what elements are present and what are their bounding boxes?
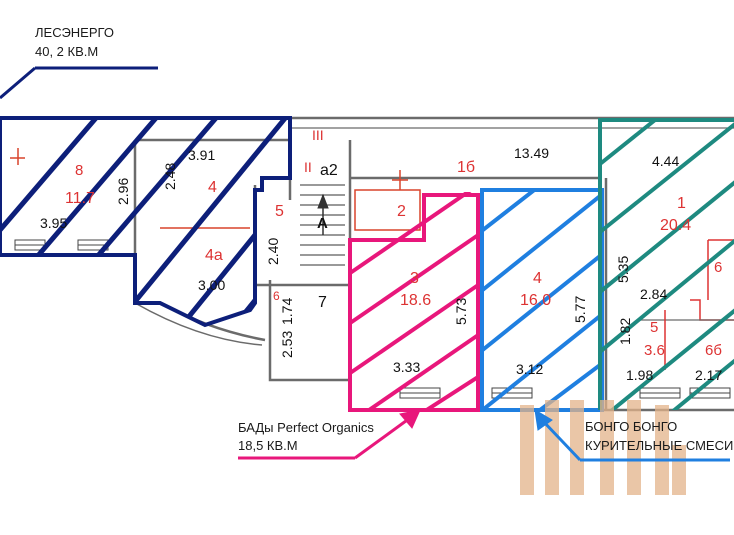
right-area1: 20.4 xyxy=(660,217,691,234)
dim-253: 2.53 xyxy=(279,331,295,358)
dim-182: 1.82 xyxy=(617,318,633,345)
room3-num: 3 xyxy=(410,270,419,287)
dim-174: 1.74 xyxy=(279,298,295,325)
room7: 7 xyxy=(318,294,327,311)
right-room1: 1 xyxy=(677,195,686,212)
left-dim-w: 3.95 xyxy=(40,215,67,231)
room-a2: a2 xyxy=(320,162,338,179)
room-1b: 1б xyxy=(457,159,475,176)
room6: 6 xyxy=(273,289,280,303)
bongo-name: БОНГО БОНГО xyxy=(585,419,678,434)
room4: 4 xyxy=(208,179,217,196)
dim-198: 1.98 xyxy=(626,367,653,383)
room5: 5 xyxy=(275,203,284,220)
right-room5: 5 xyxy=(650,319,658,336)
left-area: 11.7 xyxy=(65,190,95,207)
room4b-num: 4 xyxy=(533,270,542,287)
watermark-logo xyxy=(520,400,686,495)
room4b-dim-h: 5.77 xyxy=(572,296,588,323)
room3-dim-h: 5.73 xyxy=(453,298,469,325)
dim-284: 2.84 xyxy=(640,286,667,302)
plan-labels: 13.49 III II a2 1б 2 8 11.7 3.95 2.96 3.… xyxy=(40,127,722,383)
bongo-category: КУРИТЕЛЬНЫЕ СМЕСИ xyxy=(585,438,734,453)
left-dim-h: 2.96 xyxy=(115,178,131,205)
lesenergo-name: ЛЕСЭНЕРГО xyxy=(35,25,114,40)
room4-dim-top: 3.91 xyxy=(188,147,215,163)
room4b-area: 16.0 xyxy=(520,292,551,309)
right-room6: 6 xyxy=(714,259,722,276)
room4-dim-h: 2.48 xyxy=(162,163,178,190)
dim-240: 2.40 xyxy=(265,238,281,265)
dim-535: 5.35 xyxy=(615,256,631,283)
room4a-dim: 3.00 xyxy=(198,277,225,293)
room3-dim-w: 3.33 xyxy=(393,359,420,375)
room-outlines-red xyxy=(10,148,421,231)
right-area5: 3.6 xyxy=(644,342,665,359)
lesenergo-area: 40, 2 КВ.М xyxy=(35,44,99,59)
left-room-label: 8 xyxy=(75,162,83,179)
stairs xyxy=(300,184,345,266)
stair-arrow-label: А xyxy=(317,215,328,232)
bongo-zone xyxy=(480,188,604,412)
room4b-dim-w: 3.12 xyxy=(516,361,543,377)
dim-444: 4.44 xyxy=(652,153,679,169)
bady-name: БАДы Perfect Organics xyxy=(238,420,374,435)
dim-217: 2.17 xyxy=(695,367,722,383)
room3-area: 18.6 xyxy=(400,292,431,309)
stair-II: II xyxy=(304,159,312,175)
stair-III: III xyxy=(312,127,324,143)
bady-area: 18,5 КВ.М xyxy=(238,438,298,453)
room4a: 4а xyxy=(205,247,223,264)
green-zone xyxy=(598,118,734,410)
pointer-lines xyxy=(0,66,730,462)
bady-zone xyxy=(348,192,480,412)
dim-13-49: 13.49 xyxy=(514,145,549,161)
right-room6b: 6б xyxy=(705,342,722,359)
room-2: 2 xyxy=(397,203,406,220)
